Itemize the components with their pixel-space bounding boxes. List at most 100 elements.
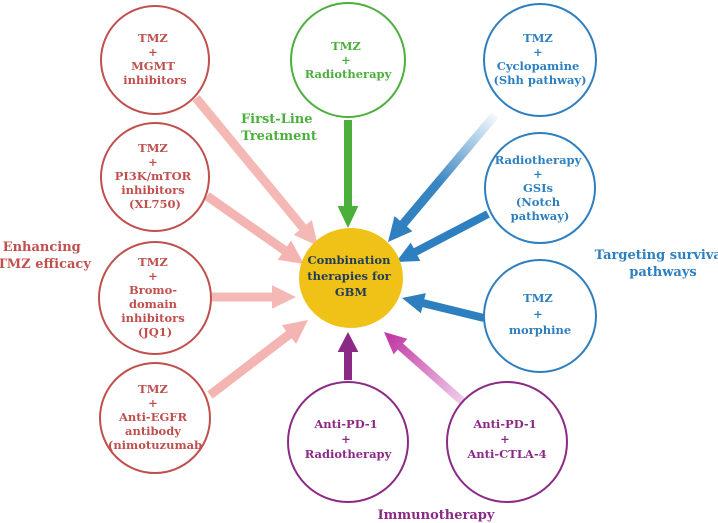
arrow-pi3k-to-center xyxy=(204,192,304,264)
group-label-line: TMZ efficacy xyxy=(0,257,91,272)
node-label-line: + xyxy=(148,155,158,169)
node-circle xyxy=(483,259,597,373)
node-label-line: TMZ xyxy=(523,31,553,45)
node-label-line: TMZ xyxy=(331,39,361,53)
svg-text:TMZ + MGMT i: TMZ + MGMT inhibitors xyxy=(123,31,186,87)
node-label-line: Bromo- xyxy=(129,283,177,297)
svg-text:Anti-PD-1 + Anti-C: Anti-PD-1 + Anti-CTLA-4 xyxy=(466,417,546,461)
node-antipd1-radiotherapy: Anti-PD-1 + Radiotherapy xyxy=(287,381,409,503)
svg-text:Radiotherapy + GSI: Radiotherapy + GSIs (Notch pathway) xyxy=(495,153,586,223)
center-node: Combination therapies for GBM xyxy=(299,228,403,328)
arrow-morphine-to-center xyxy=(402,293,485,322)
group-label-line: Immunotherapy xyxy=(378,508,495,523)
svg-text:TMZ + morphine: TMZ + morphine xyxy=(509,291,571,337)
node-label-line: MGMT xyxy=(131,59,175,73)
node-circle xyxy=(287,381,409,503)
svg-text:TMZ + PI3K/mTOR: TMZ + PI3K/mTOR inhibitors (XL750) xyxy=(115,141,196,211)
arrow-mgmt-to-center xyxy=(192,95,318,246)
svg-text:TMZ + Radiotherapy: TMZ + Radiotherapy xyxy=(305,39,392,81)
node-label-line: domain xyxy=(129,297,178,311)
node-label-line: + xyxy=(341,432,351,446)
arrow-gsis-to-center xyxy=(396,210,490,262)
group-label-line: pathways xyxy=(629,265,696,280)
node-tmz-egfr: TMZ + Anti-EGFR antibody (nimotuzumab xyxy=(99,362,211,474)
group-label-first-line: First-Line Treatment xyxy=(241,112,317,144)
group-label-line: Treatment xyxy=(241,129,317,144)
arrow-radiotherapy-to-center xyxy=(337,120,359,228)
node-label-line: morphine xyxy=(509,323,571,337)
node-label-line: Radiotherapy xyxy=(495,153,582,167)
node-label-line: (JQ1) xyxy=(138,325,172,339)
node-antipd1-antictla4: Anti-PD-1 + Anti-CTLA-4 xyxy=(446,381,568,503)
group-label-targeting: Targeting survival pathways xyxy=(595,248,718,280)
node-label-line: (nimotuzumab xyxy=(108,438,202,452)
node-label-line: TMZ xyxy=(138,31,168,45)
node-circle xyxy=(484,132,596,244)
node-label-line: + xyxy=(533,167,543,181)
node-label-line: inhibitors xyxy=(123,73,186,87)
node-label-line: Cyclopamine xyxy=(497,59,580,73)
node-label-line: TMZ xyxy=(138,382,168,396)
node-label-line: + xyxy=(533,45,543,59)
node-label-line: Radiotherapy xyxy=(305,447,392,461)
node-label-line: (Notch xyxy=(516,195,561,209)
node-label-line: Anti-EGFR xyxy=(118,410,187,424)
arrow-bromo-to-center xyxy=(212,285,296,309)
arrow-antipd1-rt-to-center xyxy=(337,332,359,380)
node-label-line: Anti-PD-1 xyxy=(313,417,377,431)
group-label-enhancing: Enhancing TMZ efficacy xyxy=(0,240,91,272)
node-label-line: antibody xyxy=(125,424,181,438)
node-circle xyxy=(99,362,211,474)
svg-text:Combination therapies fo: Combination therapies for GBM xyxy=(307,253,394,299)
node-label-line: + xyxy=(148,396,158,410)
svg-text:TMZ + Anti-EGFR: TMZ + Anti-EGFR antibody (nimotuzumab xyxy=(108,382,202,452)
node-label-line: Radiotherapy xyxy=(305,67,392,81)
node-label-line: + xyxy=(148,45,158,59)
svg-text:TMZ + Bromo-: TMZ + Bromo- domain inhibitors (JQ1) xyxy=(121,255,188,339)
node-label-line: inhibitors xyxy=(121,311,184,325)
node-label-line: TMZ xyxy=(523,291,553,305)
node-circle xyxy=(98,241,212,355)
node-label-line: TMZ xyxy=(138,255,168,269)
node-circle xyxy=(483,3,597,117)
node-tmz-cyclopamine: TMZ + Cyclopamine (Shh pathway) xyxy=(483,3,597,117)
node-label-line: GSIs xyxy=(523,181,553,195)
group-label-line: Enhancing xyxy=(3,240,81,255)
node-label-line: + xyxy=(533,307,543,321)
center-label-line: GBM xyxy=(335,285,368,299)
arrow-egfr-to-center xyxy=(207,320,308,399)
node-label-line: (Shh pathway) xyxy=(493,73,586,87)
node-tmz-morphine: TMZ + morphine xyxy=(483,259,597,373)
node-circle xyxy=(100,122,210,232)
svg-text:TMZ + Cyclopamine: TMZ + Cyclopamine (Shh pathway) xyxy=(493,31,586,87)
group-label-line: Targeting survival xyxy=(595,248,718,263)
node-label-line: + xyxy=(148,269,158,283)
node-label-line: (XL750) xyxy=(129,197,181,211)
node-radiotherapy-gsis: Radiotherapy + GSIs (Notch pathway) xyxy=(484,132,596,244)
node-label-line: TMZ xyxy=(138,141,168,155)
node-tmz-pi3k: TMZ + PI3K/mTOR inhibitors (XL750) xyxy=(100,122,210,232)
arrow-cyclopamine-to-center xyxy=(388,112,499,242)
node-label-line: PI3K/mTOR xyxy=(115,169,192,183)
arrow-antictla4-to-center xyxy=(384,332,466,405)
center-circle xyxy=(299,228,403,328)
node-circle xyxy=(446,381,568,503)
node-label-line: Anti-PD-1 xyxy=(472,417,536,431)
node-tmz-bromo: TMZ + Bromo- domain inhibitors (JQ1) xyxy=(98,241,212,355)
arrows-layer xyxy=(192,95,499,405)
node-label-line: inhibitors xyxy=(121,183,184,197)
node-tmz-mgmt: TMZ + MGMT inhibitors xyxy=(100,5,210,115)
node-label-line: pathway) xyxy=(511,209,570,223)
node-label-line: + xyxy=(500,432,510,446)
node-label-line: Anti-CTLA-4 xyxy=(466,447,546,461)
node-circle xyxy=(290,2,406,118)
node-label-line: + xyxy=(341,53,351,67)
center-label-line: Combination xyxy=(308,253,392,267)
group-label-line: First-Line xyxy=(241,112,313,127)
center-label-line: therapies for xyxy=(307,269,391,283)
group-label-immunotherapy: Immunotherapy xyxy=(378,508,495,523)
node-tmz-radiotherapy: TMZ + Radiotherapy xyxy=(290,2,406,118)
node-circle xyxy=(100,5,210,115)
svg-text:Anti-PD-1 + Radiot: Anti-PD-1 + Radiotherapy xyxy=(305,417,392,461)
